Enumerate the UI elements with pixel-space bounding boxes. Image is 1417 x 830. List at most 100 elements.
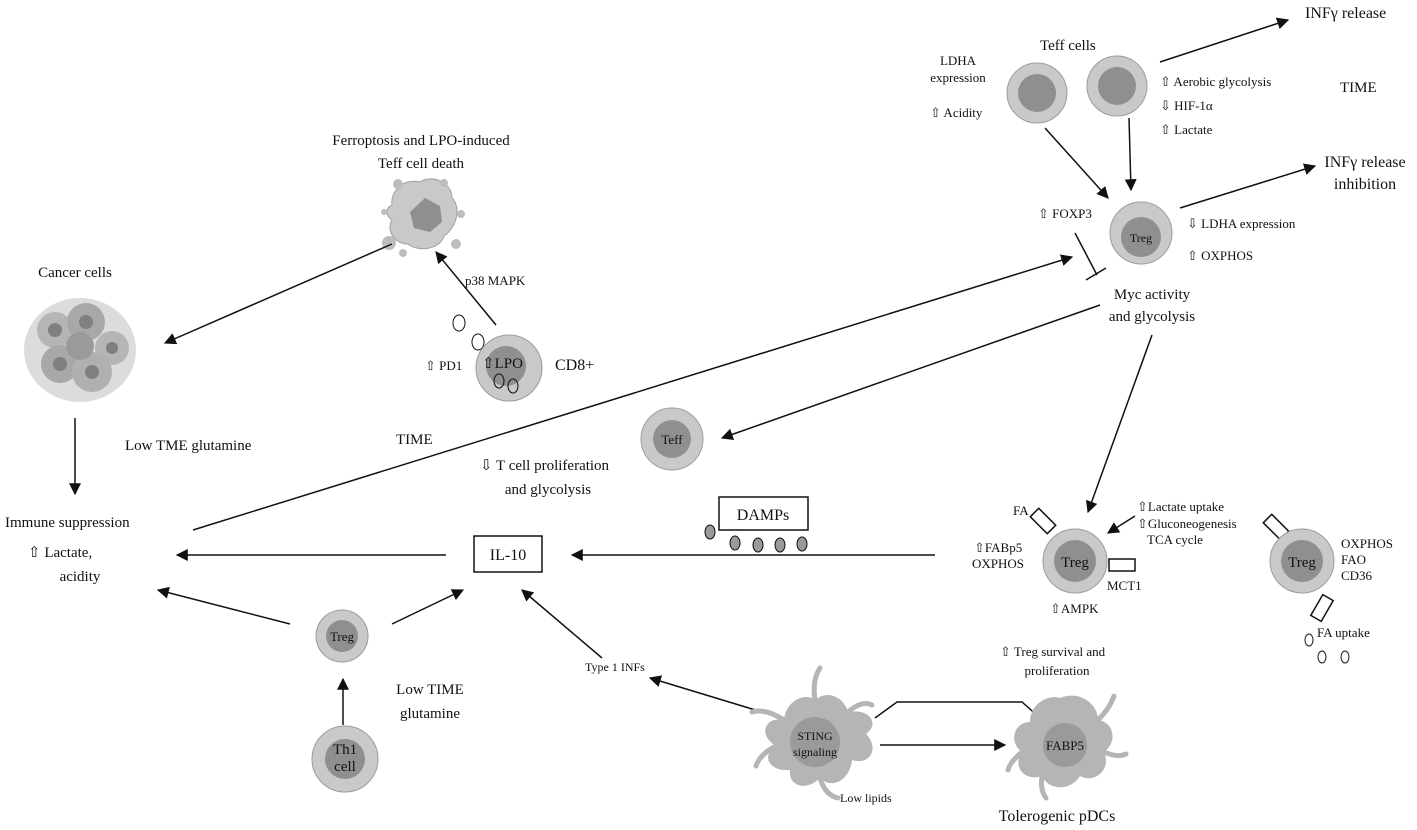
lactate-label: ⇧ Lactate [1160,122,1213,137]
arrow-teff-to-treg-2 [1124,117,1137,192]
lpo-vesicle-1 [452,314,466,332]
arrow-treg-to-il10-bottom [391,589,465,625]
fabp5-up-label: ⇧FABp5 [974,540,1022,555]
treg-cell-top [1109,201,1173,265]
oxphos-2-label: OXPHOS [1341,536,1393,551]
type1-infs-label: Type 1 INFs [585,660,645,674]
treg-survival-label-2: proliferation [1025,663,1090,678]
damps-particles [704,524,808,553]
fa-transporter [1029,507,1057,535]
cd36-transporter [1309,593,1335,623]
il10-box [473,535,543,573]
t-cell-prolif-label-1: ⇩ T cell proliferation [480,458,610,474]
arrow-sting-to-infs [648,675,763,713]
cd36-label: CD36 [1341,568,1373,583]
arrow-lactate-to-treg [1106,515,1136,534]
cancer-cells-label: Cancer cells [38,265,112,281]
treg-cell-right-1 [1042,528,1108,594]
low-lipids-label: Low lipids [840,791,892,805]
il10-label: IL-10 [490,547,526,564]
fa-vesicle-2 [1317,650,1327,664]
oxphos-label: OXPHOS [972,556,1024,571]
myc-activity-label-2: and glycolysis [1109,309,1195,325]
treg-cell-bottom [315,609,369,663]
arrow-myc-to-teff [720,304,1101,441]
lpo-vesicle-2 [471,333,485,351]
mct1-label: MCT1 [1107,578,1142,593]
sting-label-2: signaling [793,745,837,759]
ampk-label: ⇧AMPK [1050,601,1099,616]
teff-middle-label: Teff [661,432,683,447]
low-time-glutamine-label-1: Low TIME [396,682,464,698]
immune-suppression-label: Immune suppression [5,515,130,531]
fa-uptake-label: FA uptake [1317,625,1370,640]
th1-label-1: Th1 [333,742,357,758]
gluconeogenesis-label: ⇧Gluconeogenesis [1137,516,1237,531]
treg-bottom-label: Treg [330,629,355,644]
arrow-cd8-to-ferroptosis [435,251,497,326]
tolerogenic-pdc-cell [1005,693,1129,801]
treg-top-label: Treg [1130,231,1152,245]
fa-label: FA [1013,503,1029,518]
teff-cells-label: Teff cells [1040,38,1096,54]
teff-cell-right [1086,55,1148,117]
aerobic-glycolysis-label: ⇧ Aerobic glycolysis [1160,74,1271,89]
lactate-acidity-label-2: acidity [60,569,101,585]
ferroptosis-label-2: Teff cell death [378,156,465,172]
fa-vesicle-1 [1304,633,1314,647]
mct1-transporter [1108,558,1136,572]
fabp5-label: FABP5 [1046,738,1084,753]
th1-label-2: cell [334,759,356,775]
fa-vesicle-3 [1340,650,1350,664]
treg-right-1-label: Treg [1061,555,1089,571]
arrow-immune-to-treg [192,254,1074,531]
cancer-cells-icon [24,298,136,402]
oxphos-up-label: ⇧ OXPHOS [1187,248,1253,263]
sting-dendritic-cell [749,665,875,801]
ldha-down-label: ⇩ LDHA expression [1187,216,1296,231]
inf-inhibition-label-1: INFγ release [1324,154,1405,171]
th1-cell [311,725,379,793]
arrow-treg-to-immune [156,586,291,625]
lactate-uptake-label: ⇧Lactate uptake [1137,499,1224,514]
treg-cell-right-2 [1269,528,1335,594]
cd8-label: CD8+ [555,357,594,374]
lpo-label: ⇧LPO [482,356,523,372]
tca-cycle-label: TCA cycle [1147,532,1203,547]
damps-box [718,496,809,531]
fao-label: FAO [1341,552,1366,567]
lpo-vesicle-3 [493,373,505,389]
treg-right-2-label: Treg [1288,555,1316,571]
ldha-expression-label-2: expression [930,70,986,85]
arrow-infs-to-il10 [521,589,603,659]
foxp3-label: ⇧ FOXP3 [1038,206,1092,221]
arrow-to-inf-release [1159,17,1290,63]
myc-activity-label-1: Myc activity [1114,287,1191,303]
low-tme-glutamine-label: Low TME glutamine [125,438,252,454]
ferroptosis-label-1: Ferroptosis and LPO-induced [332,133,510,149]
arrow-to-inf-inhibition [1179,163,1317,209]
teff-cell-middle [640,407,704,471]
p38-mapk-label: p38 MAPK [465,273,526,288]
damps-label: DAMPs [737,507,789,524]
arrow-myc-to-treg [1086,334,1153,514]
dying-cell-icon [381,178,465,257]
time-label-top: TIME [1340,80,1377,96]
treg-survival-label-1: ⇧ Treg survival and [1000,644,1106,659]
arrow-teff-to-treg-1 [1044,127,1109,199]
inhibition-bar [1085,267,1107,281]
time-label-middle: TIME [396,432,433,448]
lpo-vesicle-4 [507,378,519,394]
inf-release-label: INFγ release [1305,5,1386,22]
inf-inhibition-label-2: inhibition [1334,176,1396,193]
hif1a-label: ⇩ HIF-1α [1160,98,1213,113]
lactate-acidity-label-1: ⇧ Lactate, [28,545,92,561]
acidity-label: ⇧ Acidity [930,105,983,120]
inhibition-line [1074,232,1098,276]
low-time-glutamine-label-2: glutamine [400,706,460,722]
cd8-cell [475,334,543,402]
arrow-to-cancer-cells [163,243,393,345]
t-cell-prolif-label-2: and glycolysis [505,482,591,498]
pd1-label: ⇧ PD1 [425,358,462,373]
